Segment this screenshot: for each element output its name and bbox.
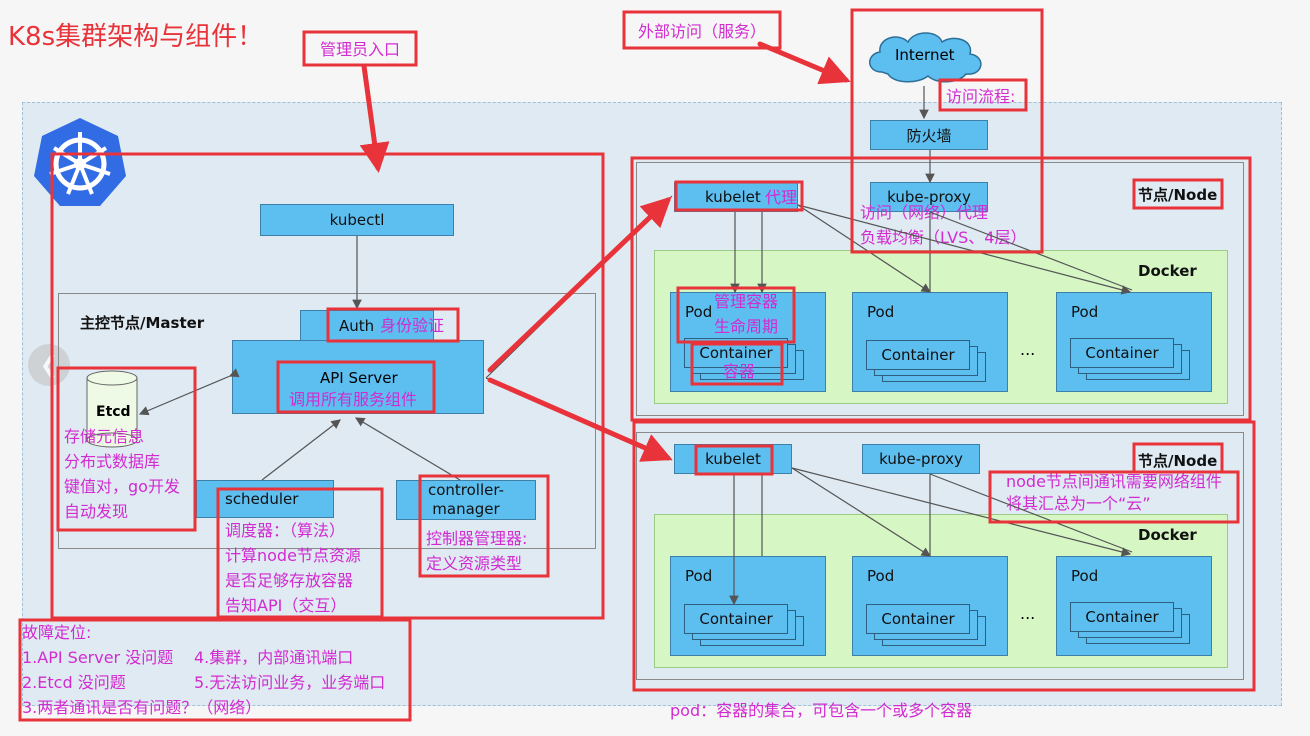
scheduler-note: 是否足够存放容器	[225, 571, 354, 590]
scheduler-note: 调度器：（算法）	[225, 521, 346, 540]
master-label: 主控节点/Master	[80, 314, 205, 332]
pod-label: Pod	[867, 567, 895, 585]
node1-ellipsis: ...	[1020, 340, 1036, 359]
network-note: node节点间通讯需要网络组件	[1006, 472, 1222, 491]
etcd-note: 键值对，go开发	[64, 477, 180, 496]
node2-box	[636, 432, 1244, 680]
network-notes: node节点间通讯需要网络组件 将其汇总为一个“云”	[1006, 471, 1222, 515]
auth-note: 身份验证	[380, 316, 445, 335]
etcd-note: 自动发现	[64, 502, 129, 521]
admin-entry-note: 管理员入口	[320, 40, 401, 59]
pod-label: Pod	[1071, 567, 1099, 585]
api-server-note: 调用所有服务组件	[289, 390, 418, 409]
controller-notes: 控制器管理器: 定义资源类型	[426, 526, 527, 576]
pod-label: Pod	[685, 303, 713, 321]
troubleshoot-item: 2.Etcd 没问题	[22, 673, 126, 692]
controller-label-line2: manager	[432, 500, 500, 518]
pod-definition-note: pod：容器的集合，可包含一个或多个容器	[670, 701, 973, 720]
node1-container-2: Container	[866, 340, 970, 370]
scheduler-box: scheduler	[196, 480, 334, 518]
node1-label: 节点/Node	[1138, 186, 1218, 204]
node2-docker-label: Docker	[1138, 526, 1197, 544]
controller-note: 控制器管理器:	[426, 529, 528, 548]
etcd-note: 分布式数据库	[64, 452, 161, 471]
troubleshoot-block: 故障定位: 1.API Server 没问题 2.Etcd 没问题 3.两者通讯…	[22, 620, 261, 720]
kubelet-note: 代理	[765, 188, 798, 207]
node2-container-3: Container	[1070, 602, 1174, 632]
page-title: K8s集群架构与组件！	[8, 22, 264, 52]
node2-ellipsis: ...	[1020, 604, 1036, 623]
api-server-box	[232, 340, 484, 414]
api-server-label: API Server	[320, 369, 398, 387]
auth-label: Auth	[339, 317, 375, 335]
external-access-note: 外部访问（服务）	[638, 22, 767, 41]
etcd-cylinder	[86, 370, 138, 448]
node1-kubelet-label: kubelet	[705, 188, 761, 206]
controller-note: 定义资源类型	[426, 554, 523, 573]
firewall-box: 防火墙	[870, 120, 988, 150]
pod-note: 管理容器	[714, 292, 779, 311]
pod-label: Pod	[685, 567, 713, 585]
internet-cloud-icon	[862, 28, 988, 86]
container-note: 容器	[723, 362, 756, 381]
node2-kube-proxy-box: kube-proxy	[862, 444, 980, 474]
troubleshoot-item: 3.两者通讯是否有问题？（网络）	[22, 698, 262, 717]
access-flow-note: 访问流程:	[946, 87, 1016, 106]
etcd-notes: 存储元信息 分布式数据库 键值对，go开发 自动发现	[64, 424, 180, 524]
proxy-note: 访问（网络）代理	[860, 203, 989, 222]
kubectl-box: kubectl	[260, 204, 454, 236]
internet-label: Internet	[895, 46, 955, 64]
etcd-label: Etcd	[96, 404, 131, 420]
etcd-note: 存储元信息	[64, 427, 145, 446]
scheduler-note: 计算node节点资源	[225, 546, 361, 565]
troubleshoot-item: 1.API Server 没问题	[22, 648, 174, 667]
network-note: 将其汇总为一个“云”	[1006, 494, 1151, 513]
troubleshoot-title: 故障定位:	[22, 623, 92, 642]
troubleshoot-item: 5.无法访问业务，业务端口	[194, 673, 386, 692]
scheduler-notes: 调度器：（算法） 计算node节点资源 是否足够存放容器 告知API（交互）	[225, 518, 361, 618]
pod-label: Pod	[867, 303, 895, 321]
scheduler-note: 告知API（交互）	[225, 596, 347, 615]
node1-container-3: Container	[1070, 338, 1174, 368]
controller-label-line1: controller-	[427, 481, 504, 499]
node1-box	[636, 162, 1244, 416]
pod-notes: 管理容器 生命周期	[714, 289, 778, 339]
scheduler-label: scheduler	[225, 490, 299, 508]
pod-note: 生命周期	[714, 317, 779, 336]
node2-label: 节点/Node	[1138, 452, 1218, 470]
chevron-left-icon: ❮	[39, 352, 59, 378]
node1-kubelet-box: kubelet	[674, 182, 798, 212]
troubleshoot-block-right: 4.集群，内部通讯端口 5.无法访问业务，业务端口	[194, 645, 385, 695]
kubernetes-logo-icon	[30, 114, 130, 210]
pod-label: Pod	[1071, 303, 1099, 321]
troubleshoot-item: 4.集群，内部通讯端口	[194, 648, 354, 667]
prev-slide-button[interactable]: ❮	[28, 344, 70, 386]
node2-container-2: Container	[866, 604, 970, 634]
node1-kube-proxy-box: kube-proxy	[870, 182, 988, 212]
node1-docker-label: Docker	[1138, 262, 1197, 280]
